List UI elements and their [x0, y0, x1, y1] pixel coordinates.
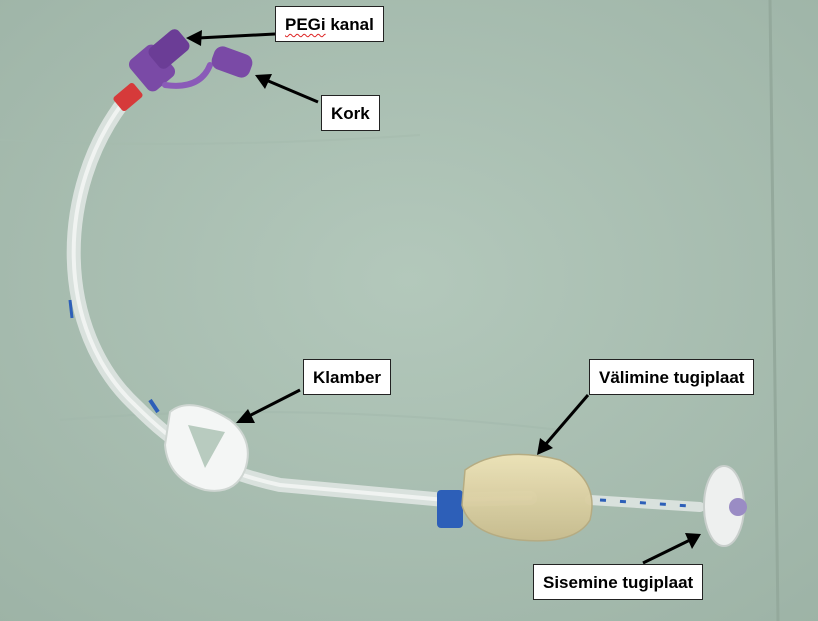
drape-fold — [0, 134, 421, 145]
label-klamber: Klamber — [303, 359, 392, 395]
arrow-pegi — [197, 32, 276, 40]
tube-markings — [599, 498, 691, 508]
cap-strap — [162, 62, 213, 89]
clamp-window — [188, 425, 225, 468]
purple-connector-head — [148, 29, 190, 69]
label-pegi-word: PEGi — [285, 15, 326, 34]
arrow-sisemine — [642, 538, 691, 565]
arrow-kork — [265, 78, 319, 104]
arrow-valimine — [543, 394, 590, 446]
label-kork: Kork — [321, 95, 380, 131]
tube-markings — [68, 299, 74, 319]
label-valimine-tugiplaat: Välimine tugiplaat — [589, 359, 755, 395]
arrow-pegi-head — [186, 30, 202, 46]
drape-fold — [59, 411, 561, 431]
label-sisemine-tugiplaat: Sisemine tugiplaat — [533, 564, 704, 600]
drape-fold — [768, 0, 780, 621]
inner-bolster-tip — [729, 498, 747, 516]
arrow-valimine-head — [537, 438, 553, 455]
label-kanal-word: kanal — [325, 15, 374, 34]
label-pegi-kanal: PEGi kanal — [275, 6, 384, 42]
arrow-klamber — [246, 388, 301, 419]
arrow-kork-head — [255, 74, 272, 89]
arrows — [186, 30, 701, 565]
arrow-klamber-head — [236, 409, 255, 423]
red-collar — [113, 82, 143, 112]
purple-cap — [211, 46, 253, 78]
arrow-sisemine-head — [685, 533, 701, 549]
blue-adapter — [437, 490, 463, 528]
outer-bolster — [461, 453, 593, 542]
tube-markings — [148, 398, 160, 414]
